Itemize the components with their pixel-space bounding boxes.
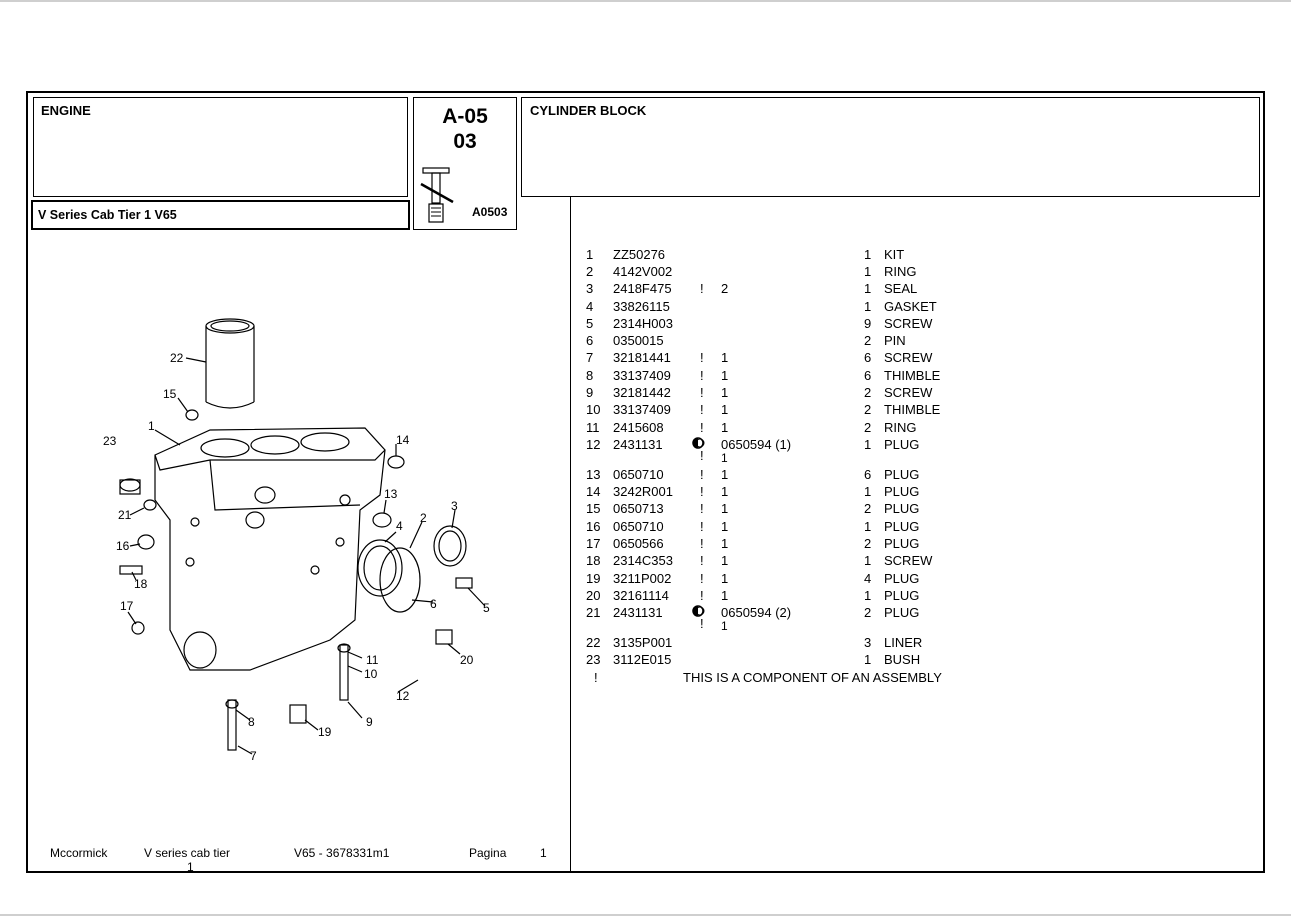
page-title: CYLINDER BLOCK bbox=[530, 103, 647, 118]
note-text: THIS IS A COMPONENT OF AN ASSEMBLY bbox=[683, 670, 942, 685]
series-label: V Series Cab Tier 1 V65 bbox=[38, 208, 177, 222]
title-box bbox=[521, 97, 1260, 197]
footer-series: V series cab tier bbox=[144, 846, 231, 860]
diagram-label-17: 17 bbox=[120, 599, 134, 613]
diagram-label-18: 18 bbox=[134, 577, 148, 591]
diagram-label-20: 20 bbox=[460, 653, 474, 667]
page-frame bbox=[26, 91, 1265, 873]
diagram-label-19: 19 bbox=[318, 725, 332, 739]
diagram-label-6: 6 bbox=[430, 597, 437, 611]
diagram-label-12: 12 bbox=[396, 689, 410, 703]
code-line2: 03 bbox=[453, 130, 477, 153]
top-border-line bbox=[0, 0, 1291, 2]
code-line1: A-05 bbox=[442, 105, 488, 128]
footer-model: V65 - 3678331m1 bbox=[294, 846, 390, 860]
half-circle-icon bbox=[692, 437, 706, 452]
diagram-label-15: 15 bbox=[163, 387, 177, 401]
footer-page-label: Pagina bbox=[469, 846, 507, 860]
diagram-label-21: 21 bbox=[118, 508, 132, 522]
section-box bbox=[33, 97, 408, 197]
diagram-label-10: 10 bbox=[364, 667, 378, 681]
diagram-label-5: 5 bbox=[483, 601, 490, 615]
diagram-label-3: 3 bbox=[451, 499, 458, 513]
diagram-label-7: 7 bbox=[250, 749, 257, 763]
diagram-label-8: 8 bbox=[248, 715, 255, 729]
footer-series-line2: 1 bbox=[187, 860, 194, 874]
diagram-label-14: 14 bbox=[396, 433, 410, 447]
note-flag: ! bbox=[594, 670, 598, 685]
diagram-label-16: 16 bbox=[116, 539, 130, 553]
diagram-label-22: 22 bbox=[170, 351, 184, 365]
series-box bbox=[31, 200, 410, 230]
diagram-label-11: 11 bbox=[366, 653, 379, 667]
code-small-label: A0503 bbox=[472, 205, 508, 219]
diagram-label-1: 1 bbox=[148, 419, 155, 433]
diagram-label-13: 13 bbox=[384, 487, 398, 501]
half-circle-icon bbox=[692, 605, 706, 620]
code-box bbox=[413, 97, 517, 230]
diagram-label-4: 4 bbox=[396, 519, 403, 533]
shaft-icon bbox=[420, 167, 454, 223]
diagram-label-9: 9 bbox=[366, 715, 373, 729]
footer-page-number: 1 bbox=[540, 846, 547, 860]
footer-brand: Mccormick bbox=[50, 846, 108, 860]
diagram-label-2: 2 bbox=[420, 511, 427, 525]
section-label: ENGINE bbox=[41, 103, 91, 118]
column-divider bbox=[570, 197, 571, 873]
bottom-border-line bbox=[0, 914, 1291, 916]
cylinder-block-diagram: 22 15 1 23 14 13 3 2 4 21 16 18 17 6 5 1… bbox=[103, 318, 490, 763]
diagram-label-23: 23 bbox=[103, 434, 117, 448]
